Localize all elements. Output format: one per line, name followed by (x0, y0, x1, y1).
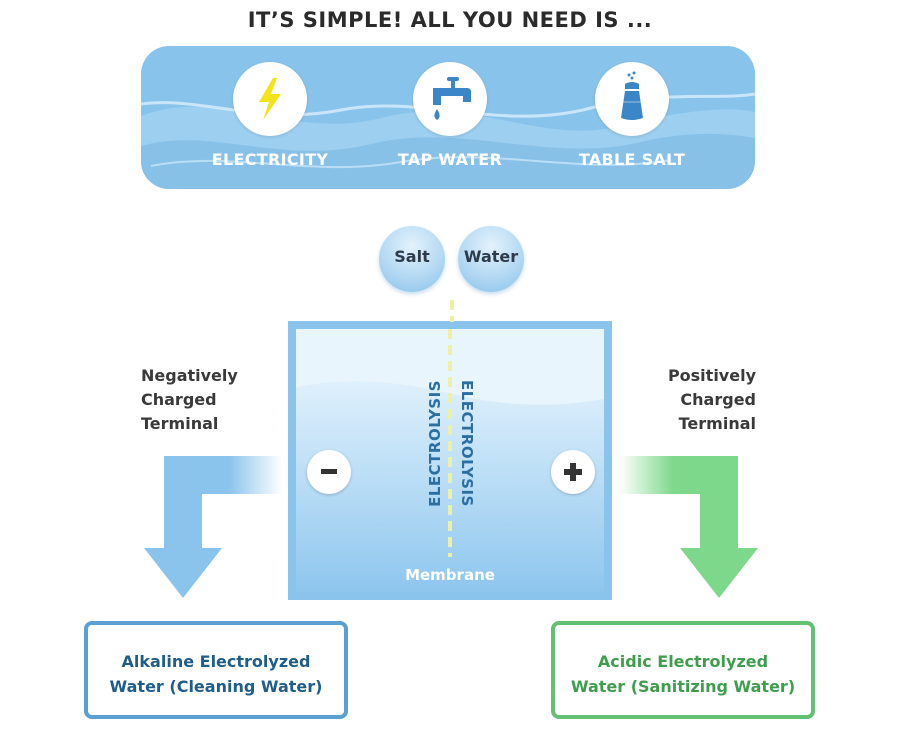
negative-terminal-sign (307, 450, 351, 494)
positive-terminal-sign (551, 450, 595, 494)
positive-terminal-label: Positively Charged Terminal (667, 366, 756, 433)
ingredient-electricity: ELECTRICITY (180, 46, 360, 189)
electricity-icon-circle (233, 62, 307, 136)
minus-icon (321, 469, 337, 474)
alkaline-line-1: Alkaline Electrolyzed (121, 652, 311, 671)
salt-shaker-icon (621, 71, 643, 120)
membrane-label: Membrane (405, 566, 495, 584)
salt-bubble: Salt (379, 226, 445, 292)
ingredients-banner: ELECTRICITY TAP WATER TABLE SAL (141, 46, 755, 189)
table-salt-icon-circle (595, 62, 669, 136)
faucet-icon (433, 77, 471, 120)
tank-water (296, 329, 604, 592)
alkaline-arrow (144, 456, 282, 598)
acidic-water-box: Acidic Electrolyzed Water (Sanitizing Wa… (551, 621, 815, 719)
ingredient-table-salt: TABLE SALT (542, 46, 722, 189)
water-bubble: Water (458, 226, 524, 292)
electrolysis-label-left: ELECTROLYSIS (426, 380, 444, 507)
plus-icon (564, 463, 582, 481)
alkaline-water-box: Alkaline Electrolyzed Water (Cleaning Wa… (84, 621, 348, 719)
tap-water-icon-circle (413, 62, 487, 136)
ingredient-label: ELECTRICITY (211, 150, 329, 169)
acidic-line-1: Acidic Electrolyzed (597, 652, 769, 671)
acidic-arrow (620, 456, 758, 598)
membrane-line-top (450, 300, 454, 322)
lightning-bolt-icon (259, 78, 281, 120)
acidic-line-2: Water (Sanitizing Water) (570, 677, 796, 696)
electrolysis-label-right: ELECTROLYSIS (458, 380, 476, 507)
ingredient-label: TAP WATER (397, 150, 503, 169)
alkaline-line-2: Water (Cleaning Water) (109, 677, 323, 696)
negative-terminal-label: Negatively Charged Terminal (141, 366, 238, 433)
ingredient-label: TABLE SALT (578, 150, 686, 169)
page-title: IT’S SIMPLE! ALL YOU NEED IS ... (247, 8, 653, 32)
ingredient-tap-water: TAP WATER (360, 46, 540, 189)
water-splash-background (141, 92, 755, 189)
